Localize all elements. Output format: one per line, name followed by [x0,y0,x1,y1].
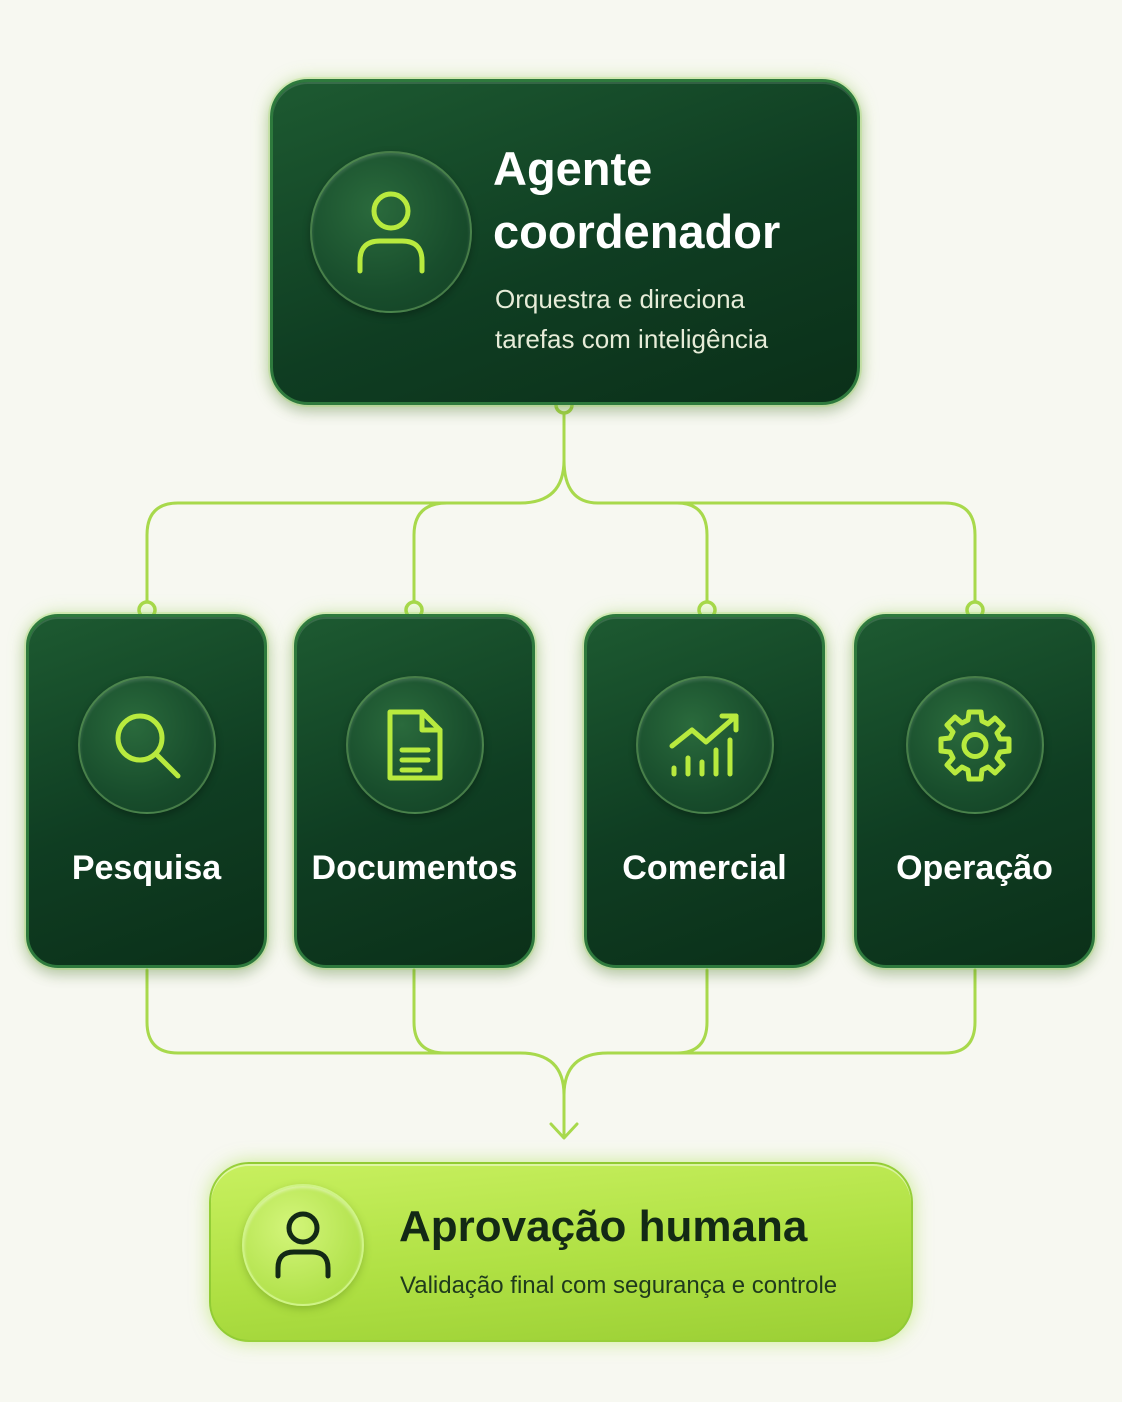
connector-to-documentos [412,501,449,610]
connector-from-operacao [562,968,977,1138]
connector-from-documentos [412,968,447,1055]
coordinator-agent-card: Agente coordenador Orquestra e direciona… [270,79,860,405]
user-icon [310,151,472,313]
connector-from-comercial [675,968,709,1055]
approval-subtitle: Validação final com segurança e controle [400,1272,838,1299]
connector-coordinator-trunk [562,403,600,505]
branch-card-operacao: Operação [854,614,1095,968]
connector-to-comercial [596,501,709,610]
connector-from-pesquisa [145,968,566,1097]
document-icon [345,676,484,814]
branch-card-documentos: Documentos [294,614,535,968]
branch-label: Pesquisa [71,849,222,887]
arrow-head [549,1122,579,1140]
coordinator-subtitle: Orquestra e direciona tarefas com inteli… [495,284,769,354]
branch-label: Documentos [311,849,518,887]
user-icon [242,1184,364,1306]
branch-card-comercial: Comercial [584,614,825,968]
growth-chart-icon [635,676,774,814]
approval-title: Aprovação humana [399,1202,808,1251]
connector-to-pesquisa [145,458,566,610]
connector-to-operacao [675,501,977,610]
coordinator-title: Agente coordenador [493,142,781,258]
gear-icon [905,676,1044,814]
branch-card-pesquisa: Pesquisa [26,614,267,968]
branch-label: Comercial [622,849,787,887]
human-approval-card: Aprovação humana Validação final com seg… [209,1162,913,1342]
branch-label: Operação [896,849,1053,887]
search-icon [77,676,216,814]
